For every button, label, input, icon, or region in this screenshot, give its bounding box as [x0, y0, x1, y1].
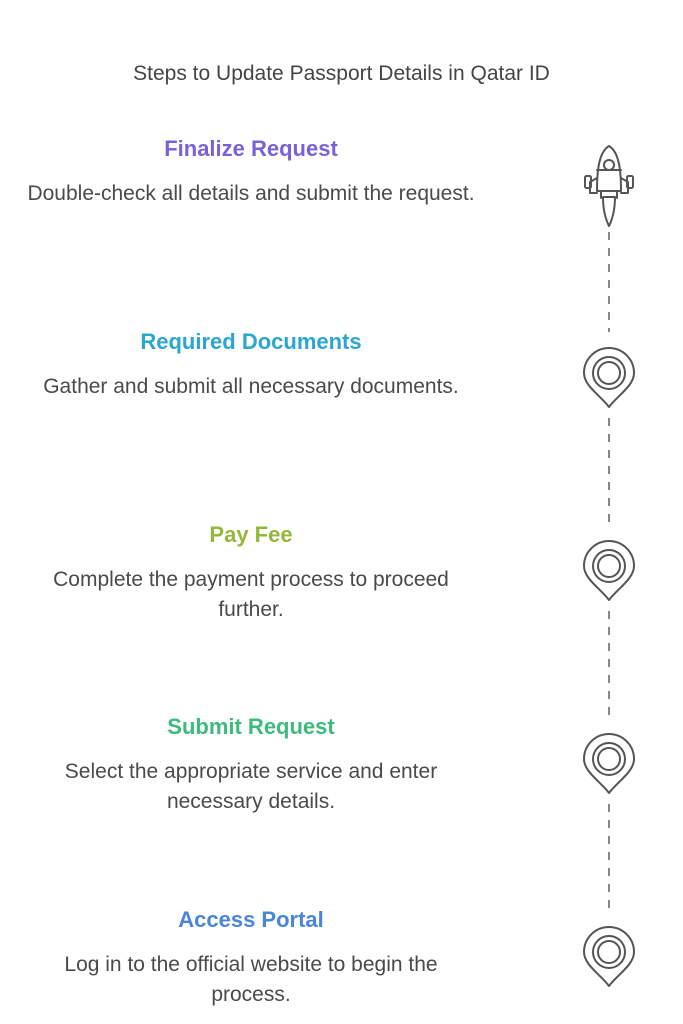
page-title: Steps to Update Passport Details in Qata… — [133, 62, 550, 85]
step-title: Finalize Request — [164, 136, 338, 161]
location-pin-icon — [583, 926, 635, 987]
step-description: Gather and submit all necessary document… — [43, 375, 459, 398]
step-access-portal: Access Portal Log in to the official web… — [18, 906, 484, 1010]
step-title: Pay Fee — [209, 522, 293, 547]
step-description: Complete the payment process to proceed … — [53, 568, 449, 621]
step-submit-request: Submit Request Select the appropriate se… — [18, 713, 484, 817]
location-pin-icon — [583, 733, 635, 794]
location-pin-icon — [583, 540, 635, 601]
step-pay-fee: Pay Fee Complete the payment process to … — [18, 521, 484, 625]
step-title: Submit Request — [167, 714, 335, 739]
step-title: Required Documents — [140, 329, 362, 354]
location-pin-icon — [583, 347, 635, 408]
step-description: Select the appropriate service and enter… — [64, 760, 438, 813]
step-finalize-request: Finalize Request Double-check all detail… — [18, 135, 484, 209]
step-description: Log in to the official website to begin … — [64, 953, 438, 1006]
step-required-documents: Required Documents Gather and submit all… — [18, 328, 484, 402]
step-title: Access Portal — [178, 907, 324, 932]
step-description: Double-check all details and submit the … — [27, 182, 475, 205]
rocket-icon — [584, 145, 634, 227]
